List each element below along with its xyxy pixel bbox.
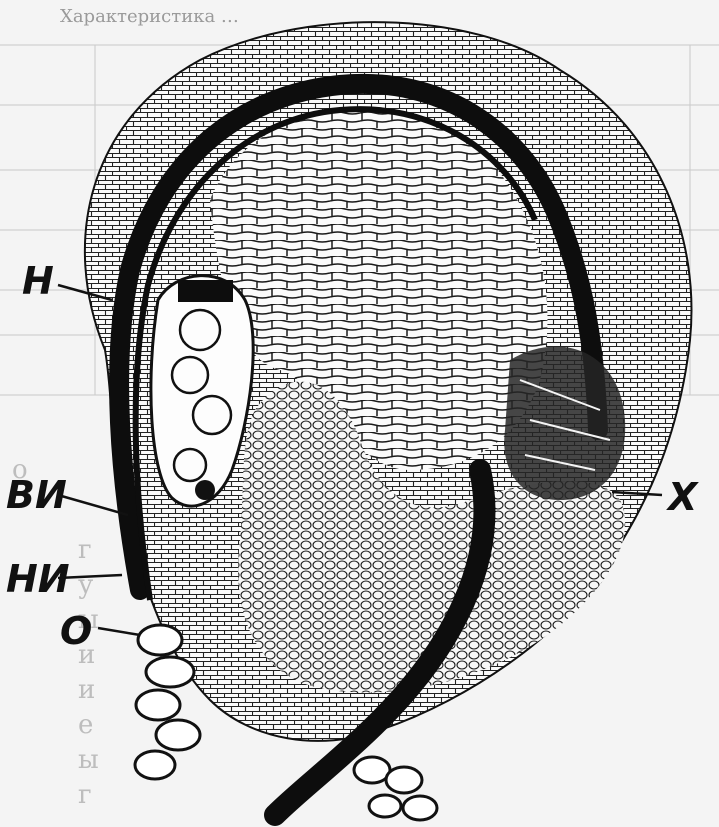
label-o: О <box>60 612 92 650</box>
label-n: Н <box>22 262 54 300</box>
funiculus-cells <box>354 757 437 820</box>
label-ni: НИ <box>6 560 70 598</box>
label-x: Х <box>668 478 697 516</box>
label-vi: ВИ <box>6 476 67 514</box>
